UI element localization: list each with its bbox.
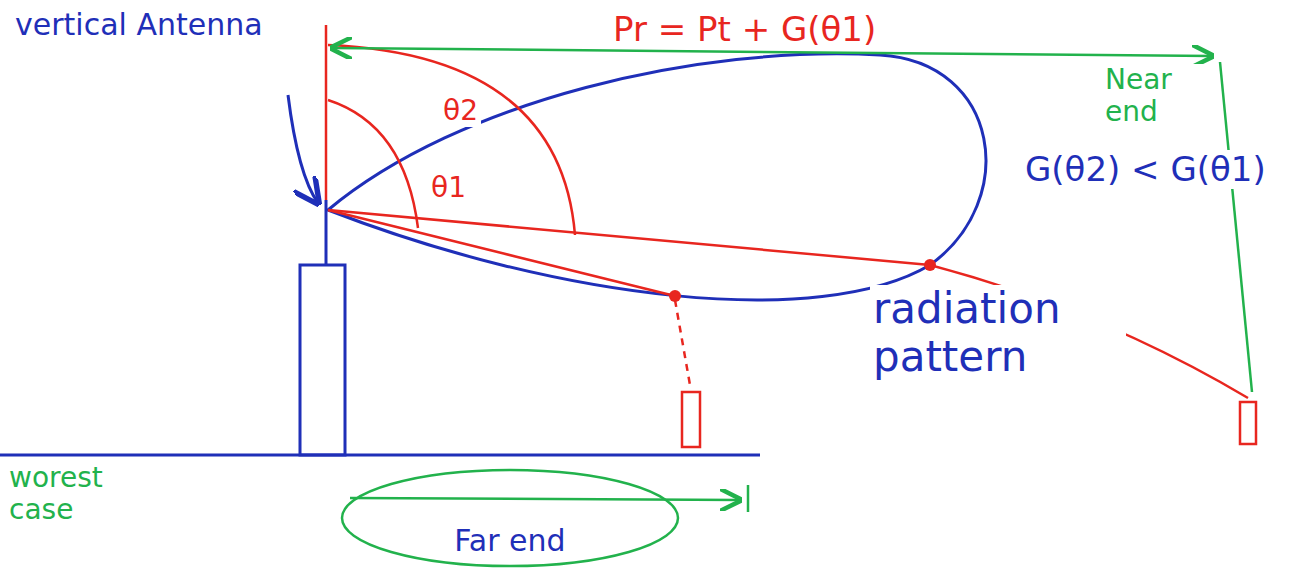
extension-line <box>747 485 750 512</box>
pointer-arrow <box>288 95 318 203</box>
tower <box>300 265 345 455</box>
receiver-symbol <box>682 392 700 447</box>
equation: Pr = Pt + G(θ1) <box>610 10 879 49</box>
pattern-label: radiation pattern <box>870 285 1126 382</box>
gain-comparison: G(θ2) < G(θ1) <box>1022 150 1269 189</box>
angle-arc <box>328 45 575 235</box>
intersection-dot <box>924 259 936 271</box>
distance-label: Near end <box>1102 64 1218 128</box>
distance-arrow <box>332 48 1212 56</box>
radiation-lobe <box>328 54 986 300</box>
angle-label: θ2 <box>440 95 481 127</box>
receiver-symbol <box>1240 402 1256 444</box>
intersection-dot <box>669 290 681 302</box>
extension-line <box>1220 62 1252 392</box>
region-label: Far end <box>450 524 569 559</box>
case-label: worest case <box>6 462 122 526</box>
angle-label: θ1 <box>428 172 469 204</box>
vertical-reference <box>325 25 328 200</box>
dashed-drop <box>675 300 690 385</box>
ray-line <box>328 210 1248 398</box>
ground-line <box>0 454 760 457</box>
angle-arc <box>328 100 418 228</box>
ray-line <box>328 210 675 296</box>
antenna-label: vertical Antenna <box>12 8 266 43</box>
circled-region: Far end <box>340 468 680 568</box>
distance-arrow <box>350 498 740 500</box>
